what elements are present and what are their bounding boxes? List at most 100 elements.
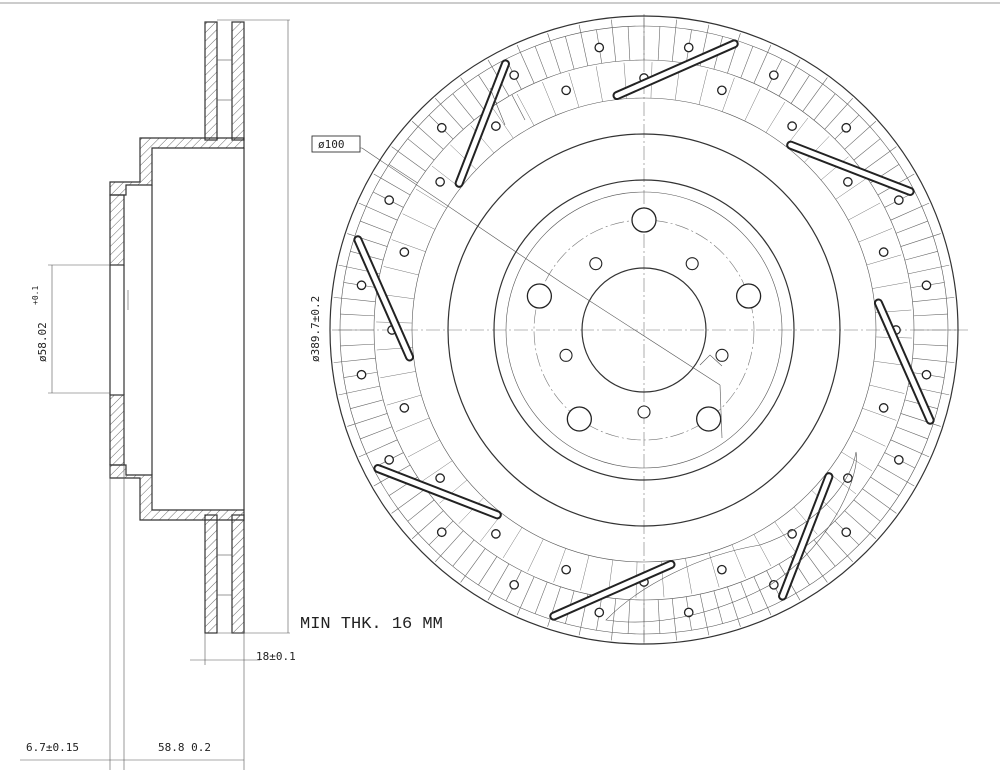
vane-tick: [912, 357, 955, 363]
vane-tick-inner: [708, 552, 720, 588]
drill-hole: [435, 177, 445, 187]
slot-inner: [788, 142, 913, 194]
vane-tick: [862, 488, 897, 514]
drill-hole: [768, 579, 779, 590]
vane-tick: [802, 548, 828, 583]
drill-hole: [683, 607, 694, 618]
vane-tick: [578, 24, 589, 66]
vane-tick: [824, 97, 853, 130]
vane-tick: [391, 488, 426, 514]
vane-tick: [671, 19, 677, 62]
vane-tick: [388, 164, 418, 184]
vane-tick: [460, 548, 486, 583]
hub-bore-tolerance: +0.1: [31, 286, 40, 305]
vane-tick: [627, 599, 631, 634]
vane-tick: [411, 121, 444, 150]
hub-face-lower: [109, 394, 125, 466]
hat-height-label: 58.8 0.2: [158, 741, 211, 754]
vane-tick: [877, 464, 915, 487]
vane-tick-inner: [744, 88, 761, 122]
drill-hole: [841, 527, 852, 538]
thickness-label: 18±0.1: [256, 650, 296, 663]
vane-tick: [727, 586, 741, 627]
vane-tick-inner: [450, 144, 477, 170]
vane-tick: [790, 74, 810, 104]
drill-hole: [768, 70, 779, 81]
vane-tick: [740, 581, 754, 614]
drill-hole: [717, 564, 727, 575]
bolt-circle-label: ø100: [318, 138, 345, 151]
vane-tick-inner: [862, 408, 897, 421]
front-view: ø100 ø389.7±0.2: [309, 14, 968, 646]
min-thickness-note: MIN THK. 16 MM: [300, 615, 443, 634]
bolt-circle-box: [311, 135, 361, 153]
vane-tick: [778, 59, 801, 97]
vane-tick-inner: [568, 72, 580, 108]
vane-tick-inner: [595, 66, 603, 102]
vane-tick-inner: [835, 178, 866, 200]
vane-tick: [411, 510, 444, 539]
vane-tick-inner: [774, 521, 796, 552]
vane-tick: [657, 599, 661, 634]
vane-tick: [487, 563, 510, 601]
drill-hole: [843, 177, 853, 187]
vane-tick: [333, 297, 376, 303]
vane-tick: [844, 121, 877, 150]
drill-hole: [356, 280, 367, 291]
slot-inner: [551, 561, 674, 619]
drill-hole: [787, 121, 797, 131]
vane-tick-inner: [470, 125, 495, 154]
vane-tick: [813, 539, 836, 567]
vane-tick-inner: [527, 538, 544, 572]
radial-ticks: [332, 18, 956, 642]
vane-tick-inner: [698, 69, 708, 105]
side-section-view: ø58.02 +0.1 18±0.1 6.7±0.15 58.8 0.2 MIN…: [20, 19, 443, 770]
vane-tick-inner: [869, 384, 905, 394]
hub-face-upper: [109, 194, 125, 266]
vane-tick-inner: [841, 451, 873, 472]
drill-hole: [356, 369, 367, 380]
vane-tick: [862, 146, 897, 172]
vane-tick: [813, 93, 836, 121]
drill-hole: [594, 42, 605, 53]
drill-hole: [436, 122, 447, 133]
vane-tick-inner: [380, 371, 416, 379]
vane-tick-inner: [685, 558, 693, 594]
locator-hole: [685, 257, 699, 271]
vane-tick-inner: [872, 281, 908, 289]
vane-tick-inner: [722, 77, 735, 112]
stud-hole: [735, 283, 762, 309]
vane-tick-inner: [492, 108, 514, 139]
vane-tick: [534, 581, 548, 614]
drill-hole: [435, 473, 445, 483]
upper-inner-plate: [231, 21, 245, 141]
vane-tick: [611, 598, 617, 641]
vane-tick: [740, 46, 754, 79]
upper-outer-plate: [204, 21, 218, 141]
drill-hole: [843, 473, 853, 483]
vane-tick-inner: [407, 439, 440, 458]
vane-tick: [895, 220, 928, 234]
drill-hole: [384, 454, 395, 465]
vane-tick: [391, 146, 426, 172]
drill-hole: [561, 85, 571, 96]
vane-tick-inner: [765, 101, 786, 133]
vane-tick-inner: [852, 430, 886, 447]
drill-hole: [878, 403, 889, 413]
vane-tick: [338, 385, 380, 396]
vane-tick: [460, 77, 486, 112]
stud-hole: [696, 406, 722, 432]
hat-outer-edge: [493, 179, 795, 481]
slot-inner: [614, 41, 737, 99]
vane-tick: [435, 530, 464, 563]
vane-tick: [350, 399, 384, 409]
stud-hole: [631, 207, 657, 233]
hat-lower-wall: [109, 464, 245, 521]
drill-hole: [399, 247, 410, 257]
vane-tick: [908, 264, 950, 275]
drill-hole: [594, 607, 605, 618]
drill-hole: [509, 579, 520, 590]
locator-hole: [589, 257, 603, 271]
vane-tick-inner: [458, 497, 484, 524]
vane-tick-inner: [502, 527, 523, 559]
